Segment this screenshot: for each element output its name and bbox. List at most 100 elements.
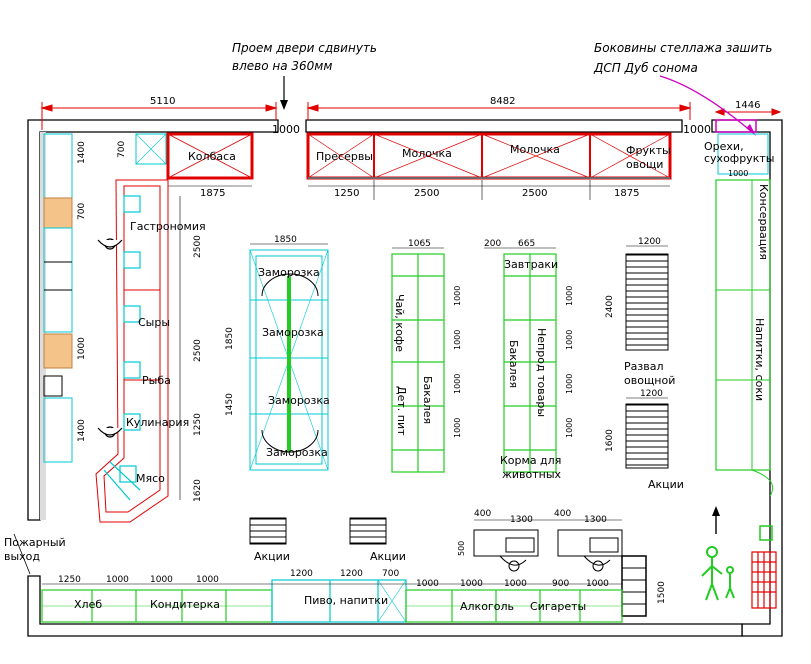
dim-chk-400b: 400 <box>554 509 571 519</box>
label-napitki-soki: Напитки, соки <box>753 318 766 401</box>
dim-bottom-1: 1250 <box>58 575 81 585</box>
dim-g1-v1: 1000 <box>453 286 462 306</box>
left-wall-counters <box>43 133 73 463</box>
promo-pallet-2 <box>349 517 387 545</box>
dim-promo-1200: 1200 <box>640 389 663 399</box>
label-neprod: Непрод товары <box>535 328 548 417</box>
label-gastronomia: Гастрономия <box>130 220 206 233</box>
label-det-pit: Дет. пит <box>395 386 408 436</box>
shelves-leader-line <box>659 75 753 133</box>
label-razval-line1: Развал <box>624 360 663 373</box>
customer-figure <box>701 546 735 601</box>
dim-g1-1065: 1065 <box>408 239 431 249</box>
deli-cyan-fittings <box>103 195 141 501</box>
label-moloko-2: Молочка <box>510 143 560 156</box>
dim-bottom-12: 1000 <box>586 579 609 589</box>
label-bakaleya-1: Бакалея <box>421 376 434 424</box>
dim-bottom-9: 1000 <box>460 579 483 589</box>
label-korma-line2: животных <box>502 468 562 481</box>
dim-g2-v1: 1000 <box>565 286 574 306</box>
dim-door-left: 1000 <box>272 123 300 136</box>
note-door-line2: влево на 360мм <box>232 59 332 73</box>
dim-bottom-5: 1200 <box>290 569 313 579</box>
dim-bottom-10: 1000 <box>504 579 527 589</box>
label-frukty-line1: Фрукты <box>626 144 671 157</box>
label-korma-line1: Корма для <box>500 454 561 467</box>
label-konservacia: Консервация <box>757 184 770 260</box>
label-chai: Чай, кофе <box>393 294 406 352</box>
note-door-line1: Проем двери сдвинуть <box>232 41 377 55</box>
dim-g2-200: 200 <box>484 239 501 249</box>
label-kulinaria: Кулинария <box>126 416 189 429</box>
dim-chk-1300a: 1300 <box>510 515 533 525</box>
label-zamorozka-1: Заморозка <box>258 266 320 279</box>
label-fire-exit-line1: Пожарный <box>4 536 66 549</box>
staff-figures <box>97 238 123 438</box>
dim-bottom-2: 1000 <box>106 575 129 585</box>
label-myaso: Мясо <box>136 472 165 485</box>
dim-frz-1850: 1850 <box>274 235 297 245</box>
dim-seg-2500b: 2500 <box>522 188 547 199</box>
dim-top-right: 1446 <box>735 100 760 111</box>
dim-left-700: 700 <box>77 203 87 220</box>
gondola-1 <box>391 253 445 473</box>
promo-pallet-right <box>625 403 669 469</box>
dim-g1-v4: 1000 <box>453 418 462 438</box>
label-pivo: Пиво, напитки <box>304 594 388 607</box>
dim-chk-1300b: 1300 <box>584 515 607 525</box>
dim-g1-v3: 1000 <box>453 374 462 394</box>
top-dimensions <box>40 102 782 130</box>
note-shelves-line1: Боковины стеллажа зашить <box>594 41 772 55</box>
dim-g2-v2: 1000 <box>565 330 574 350</box>
dim-top-left: 5110 <box>150 96 175 107</box>
checkouts <box>473 529 647 617</box>
label-orehi-line1: Орехи, <box>704 140 744 153</box>
label-kolbasa: Колбаса <box>188 150 236 163</box>
dim-left-1400a: 1400 <box>77 141 87 164</box>
label-syry: Сыры <box>138 316 170 329</box>
label-konditerka: Кондитерка <box>150 598 220 611</box>
freezer-island <box>249 249 329 471</box>
dim-left-1400b: 1400 <box>77 419 87 442</box>
label-zamorozka-3: Заморозка <box>268 394 330 407</box>
top-row-dims <box>168 180 670 200</box>
dim-seg-2500a: 2500 <box>414 188 439 199</box>
basket-icon <box>759 525 773 541</box>
dim-seg-1250: 1250 <box>334 188 359 199</box>
dim-frz-1850v: 1850 <box>225 327 235 350</box>
dim-deli-2500a: 2500 <box>193 235 203 258</box>
dim-kolbasa-h: 700 <box>117 141 127 158</box>
deli-counter <box>95 179 181 523</box>
dim-veg-1200: 1200 <box>638 237 661 247</box>
label-bakaleya-2: Бакалея <box>507 340 520 388</box>
dim-bottom-8: 1000 <box>416 579 439 589</box>
door-arrow <box>280 76 288 110</box>
dim-bottom-6: 1200 <box>340 569 363 579</box>
dim-bottom-4: 1000 <box>196 575 219 585</box>
label-alkogol: Алкоголь <box>460 600 514 613</box>
dim-right-1500: 1500 <box>657 581 667 604</box>
dim-bottom-11: 900 <box>552 579 569 589</box>
dim-door-right: 1000 <box>683 123 711 136</box>
dim-g2-v3: 1000 <box>565 374 574 394</box>
label-ryba: Рыба <box>142 374 171 387</box>
label-hleb: Хлеб <box>74 598 102 611</box>
promo-pallet-1 <box>249 517 287 545</box>
dim-chk-500: 500 <box>457 541 466 556</box>
dim-frz-1450: 1450 <box>225 393 235 416</box>
dim-right-1000: 1000 <box>728 169 748 178</box>
label-preservy: Пресервы <box>316 150 373 163</box>
label-orehi-line2: сухофрукты <box>704 152 774 165</box>
right-wall-shelves <box>715 119 774 497</box>
label-zavtraki: Завтраки <box>504 258 558 271</box>
dim-deli-2500b: 2500 <box>193 339 203 362</box>
label-akcii-1: Акции <box>254 550 290 563</box>
label-zamorozka-2: Заморозка <box>262 326 324 339</box>
shelves-leader-arrow <box>746 124 756 136</box>
dim-g1-v2: 1000 <box>453 330 462 350</box>
dim-bottom-7: 700 <box>382 569 399 579</box>
fire-exit-leader <box>13 533 31 575</box>
label-akcii-3: Акции <box>648 478 684 491</box>
label-frukty-line2: овощи <box>626 158 663 171</box>
